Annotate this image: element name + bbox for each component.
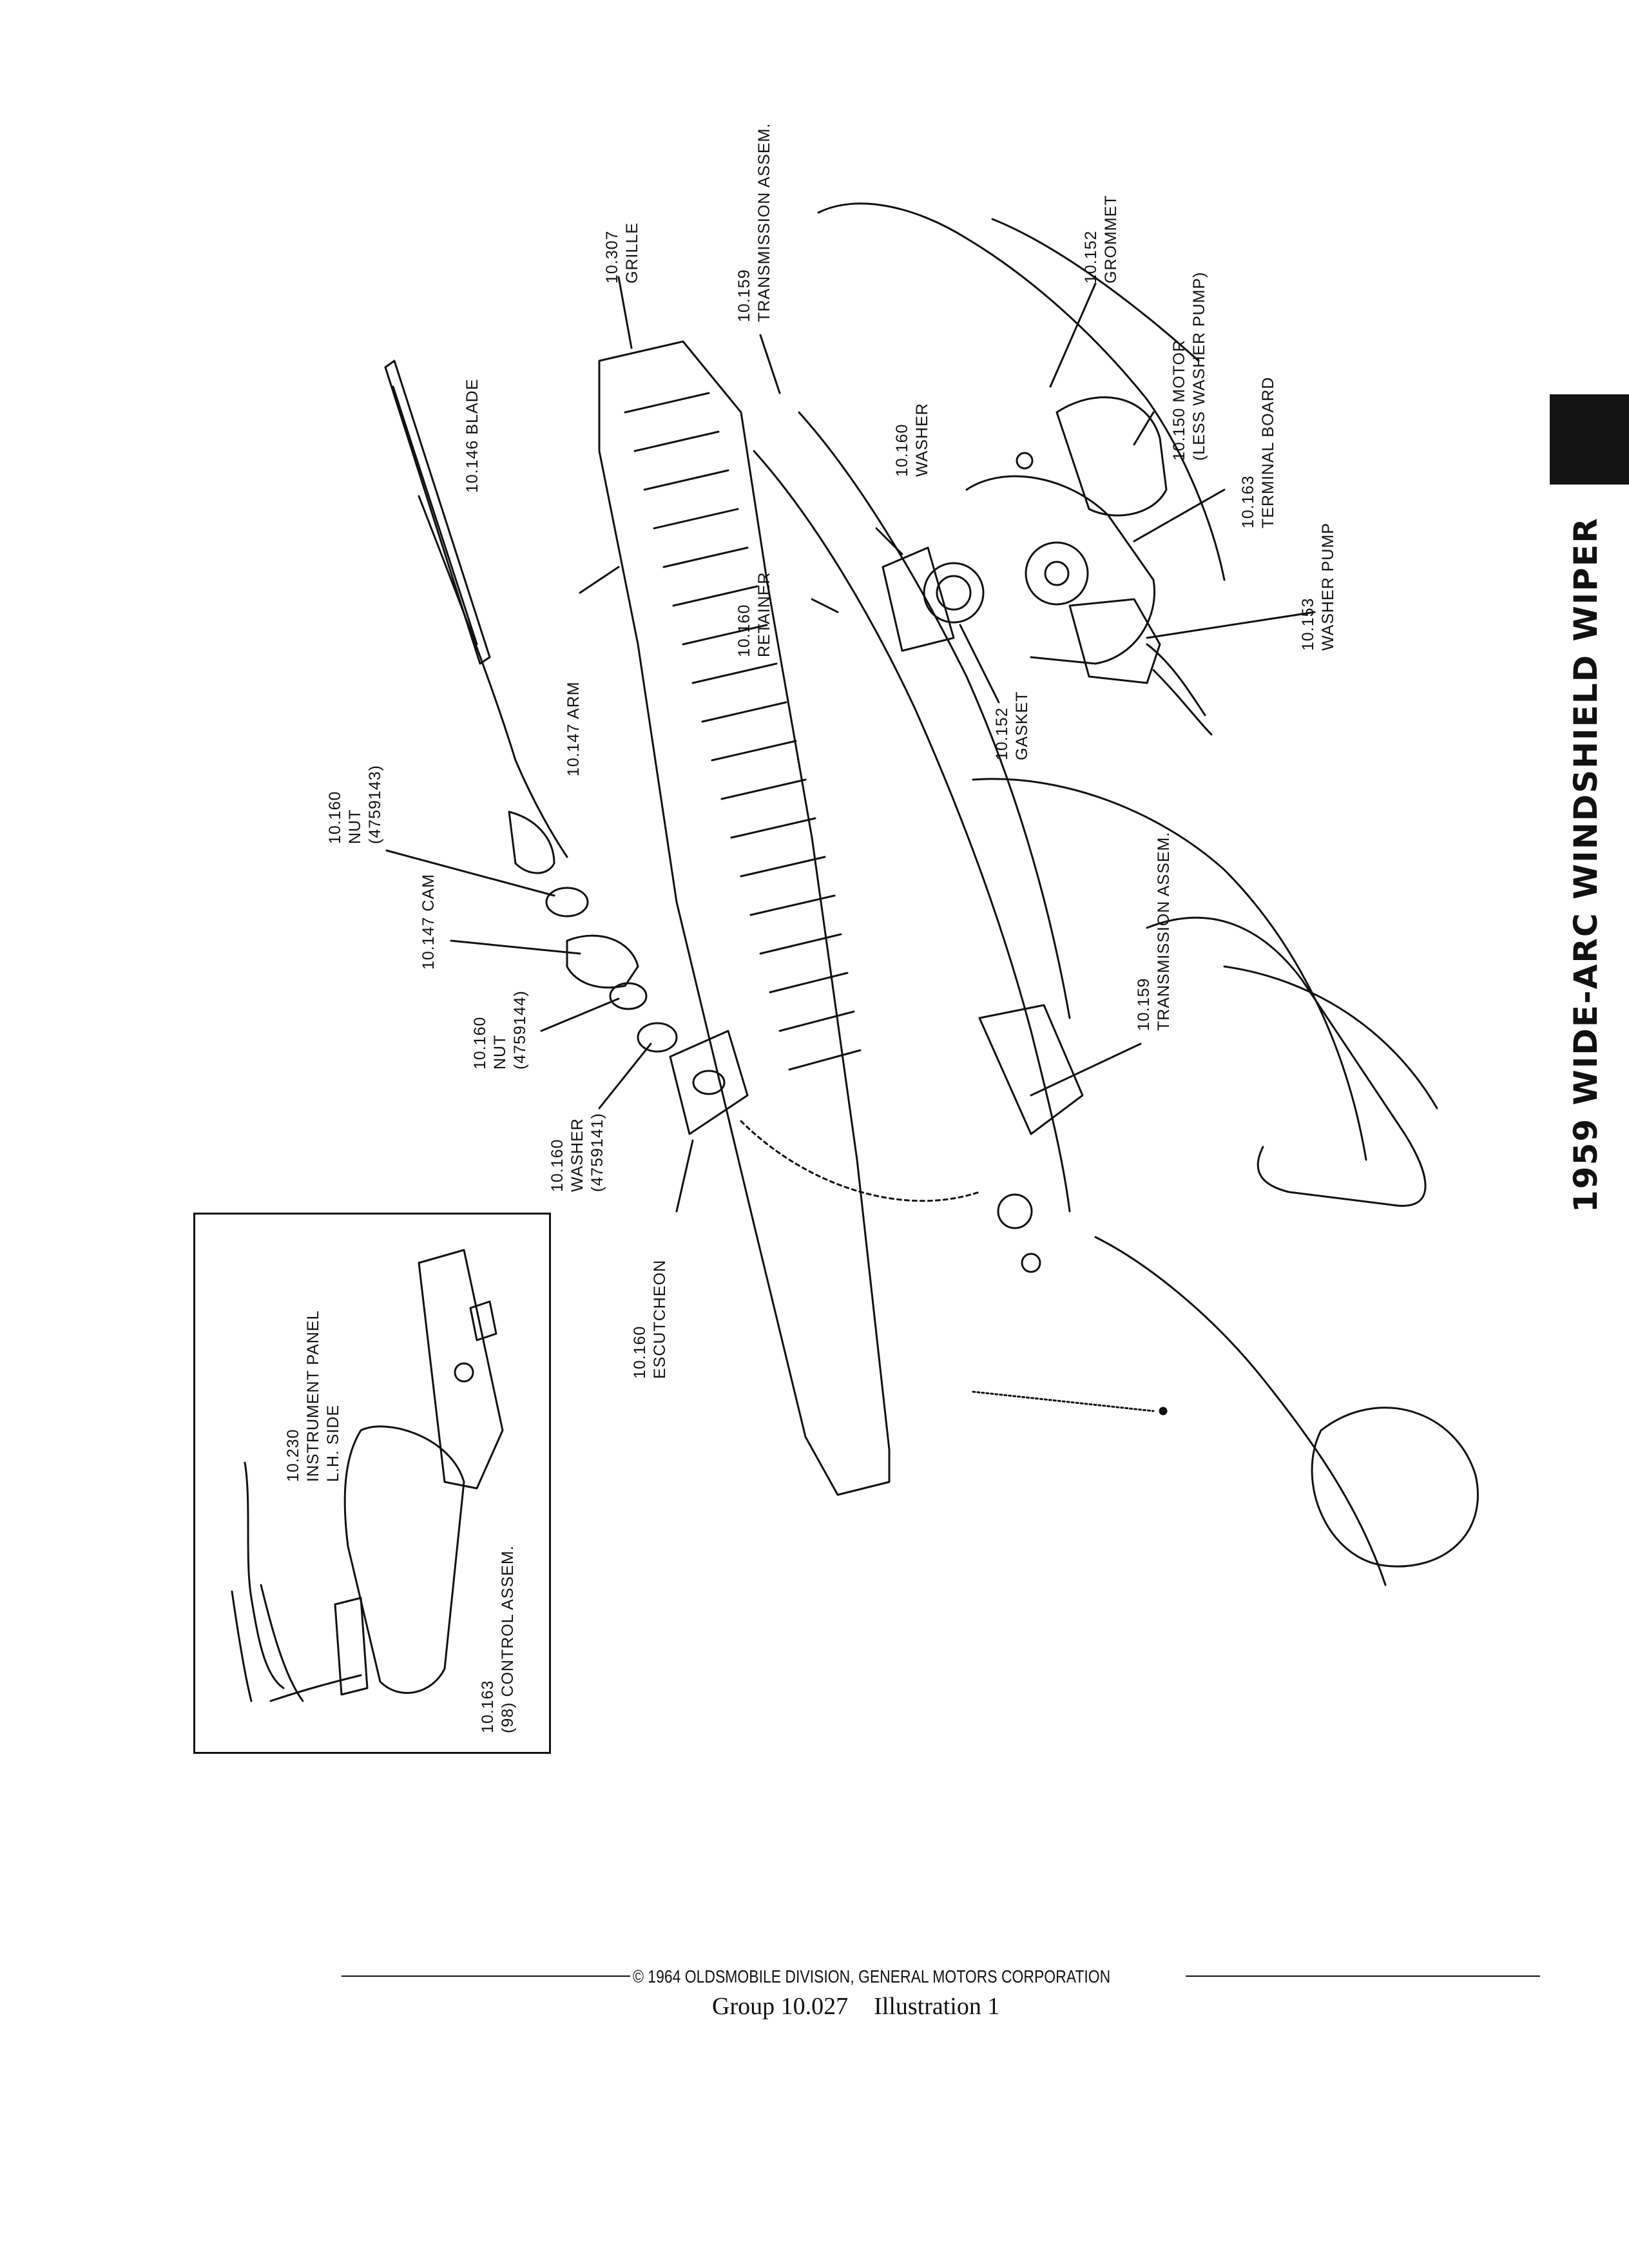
- gasket-ring: [923, 562, 985, 624]
- arm-tip: [508, 811, 555, 874]
- fastener-end: [1159, 1407, 1168, 1416]
- grille-slots: [624, 392, 862, 1071]
- leader-escutcheon: [675, 1139, 694, 1213]
- nut-1: [545, 887, 589, 918]
- wiper-blade: [384, 360, 491, 665]
- control-switch-plate: [418, 1249, 504, 1490]
- cam-part: [566, 934, 639, 989]
- leader-transmission-lower: [1030, 1043, 1142, 1097]
- leader-nut-1: [385, 849, 555, 897]
- fastener-line: [972, 1390, 1155, 1412]
- grommet-bolt: [1016, 452, 1034, 470]
- gasket-ring-inner: [936, 575, 972, 611]
- label-control-assem: 10.163(98) CONTROL ASSEM.: [479, 1545, 517, 1733]
- hood-curve: [972, 778, 1367, 1161]
- motor-gear: [1025, 541, 1089, 606]
- leader-washer-top: [875, 527, 903, 555]
- copyright-text: © 1964 OLDSMOBILE DIVISION, GENERAL MOTO…: [633, 1966, 1111, 1986]
- motor-gear-hub: [1044, 561, 1070, 586]
- leader-motor: [1133, 411, 1155, 446]
- section-tab-marker: [1550, 394, 1629, 485]
- label-arm: 10.147 ARM: [564, 681, 583, 776]
- headlight-ring: [1311, 1407, 1479, 1568]
- fender-line: [991, 218, 1200, 362]
- pivot-bracket-lower: [978, 1004, 1084, 1135]
- leader-gasket: [959, 624, 1000, 704]
- blade-extension: [579, 566, 620, 594]
- copyright-line: © 1964 OLDSMOBILE DIVISION, GENERAL MOTO…: [342, 1966, 1540, 1986]
- leader-washer-pump: [1146, 611, 1316, 639]
- control-knob: [469, 1300, 497, 1341]
- leader-washer-lower: [598, 1043, 652, 1110]
- caption-group: Group 10.027: [712, 1993, 849, 2020]
- mount-plate: [882, 546, 955, 652]
- label-blade: 10.146 BLADE: [463, 378, 481, 493]
- leader-grille: [617, 276, 633, 349]
- label-motor: 10.150 MOTOR(LESS WASHER PUMP): [1170, 271, 1208, 461]
- pivot-lower: [997, 1193, 1033, 1229]
- wire-harness: [231, 1461, 362, 1702]
- body-panel-lower: [1094, 1236, 1387, 1586]
- motor-housing: [965, 475, 1155, 665]
- leader-grommet: [1049, 282, 1097, 388]
- leader-transmission-top: [759, 334, 781, 394]
- cowl-outline: [817, 202, 1226, 581]
- pump-body: [1068, 598, 1161, 684]
- rule-right: [1186, 1975, 1540, 1977]
- page-title: 1959 WIDE-ARC WINDSHIELD WIPER: [1567, 517, 1605, 1213]
- leader-nut-2: [540, 997, 620, 1032]
- escutcheon-part: [669, 1030, 749, 1135]
- escutcheon-hole: [692, 1070, 726, 1095]
- wiper-arm: [418, 495, 568, 858]
- figure-caption: Group 10.027 Illustration 1: [712, 1992, 1025, 2021]
- control-knob-2: [454, 1362, 474, 1383]
- instrument-panel-outline: [343, 1425, 465, 1694]
- dashed-tie: [740, 1120, 981, 1202]
- caption-illustration: Illustration 1: [874, 1993, 1000, 2020]
- leader-cam: [450, 939, 581, 955]
- leader-terminal: [1133, 488, 1226, 543]
- grille-outline: [598, 340, 891, 1496]
- label-cam: 10.147 CAM: [419, 874, 438, 970]
- nut-2: [609, 982, 648, 1010]
- washer-part: [637, 1022, 678, 1053]
- wiper-blade-inner: [392, 385, 478, 646]
- rule-left: [342, 1975, 630, 1977]
- inset-control-box: [193, 1213, 551, 1754]
- pivot-lower-2: [1021, 1253, 1041, 1273]
- motor-body: [1055, 396, 1168, 517]
- transmission-rod: [753, 450, 1071, 1213]
- right-panel: [1223, 965, 1438, 1110]
- connector-plug: [334, 1597, 369, 1696]
- pump-wires: [1146, 643, 1213, 736]
- transmission-rod-outer: [798, 411, 1071, 1019]
- leader-retainer: [811, 598, 839, 613]
- fender-flare: [1146, 916, 1427, 1207]
